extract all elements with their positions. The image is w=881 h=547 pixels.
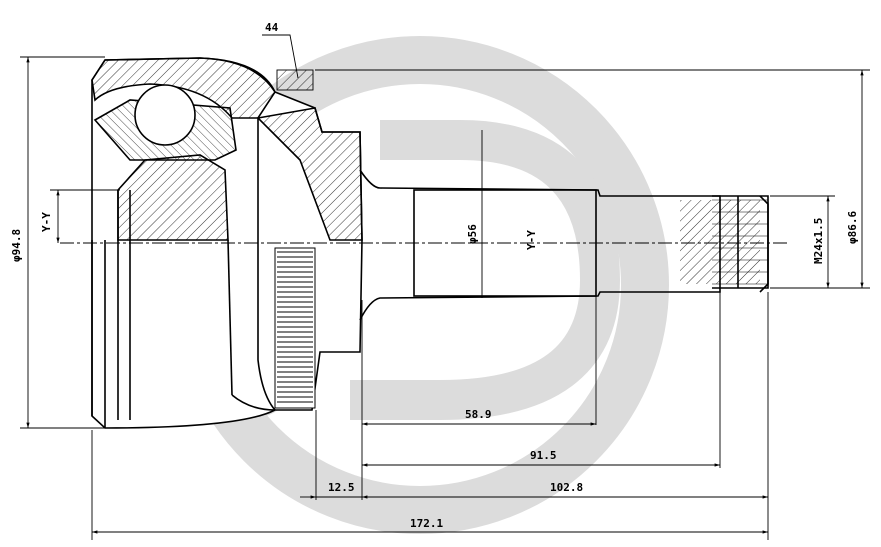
- outer-housing: [91, 57, 769, 429]
- dim-102-8-label: 102.8: [550, 481, 583, 494]
- dim-44-label: 44: [265, 21, 279, 34]
- dim-56-label: φ56: [466, 224, 479, 244]
- dim-m24-label: M24x1.5: [812, 218, 825, 264]
- dim-172-1-label: 172.1: [410, 517, 443, 530]
- dim-86-6-label: φ86.6: [846, 211, 859, 244]
- abs-ring: [274, 247, 316, 409]
- dim-58-9-label: 58.9: [465, 408, 492, 421]
- axis-left-label: Y-Y: [40, 212, 53, 232]
- dim-94-8-label: φ94.8: [10, 229, 23, 262]
- dim-12-5-label: 12.5: [328, 481, 355, 494]
- abs-ring-teeth: [277, 199, 768, 403]
- dimension-lines: [20, 34, 870, 540]
- dim-91-5-label: 91.5: [530, 449, 557, 462]
- axis-shaft-label: Y-Y: [525, 230, 538, 250]
